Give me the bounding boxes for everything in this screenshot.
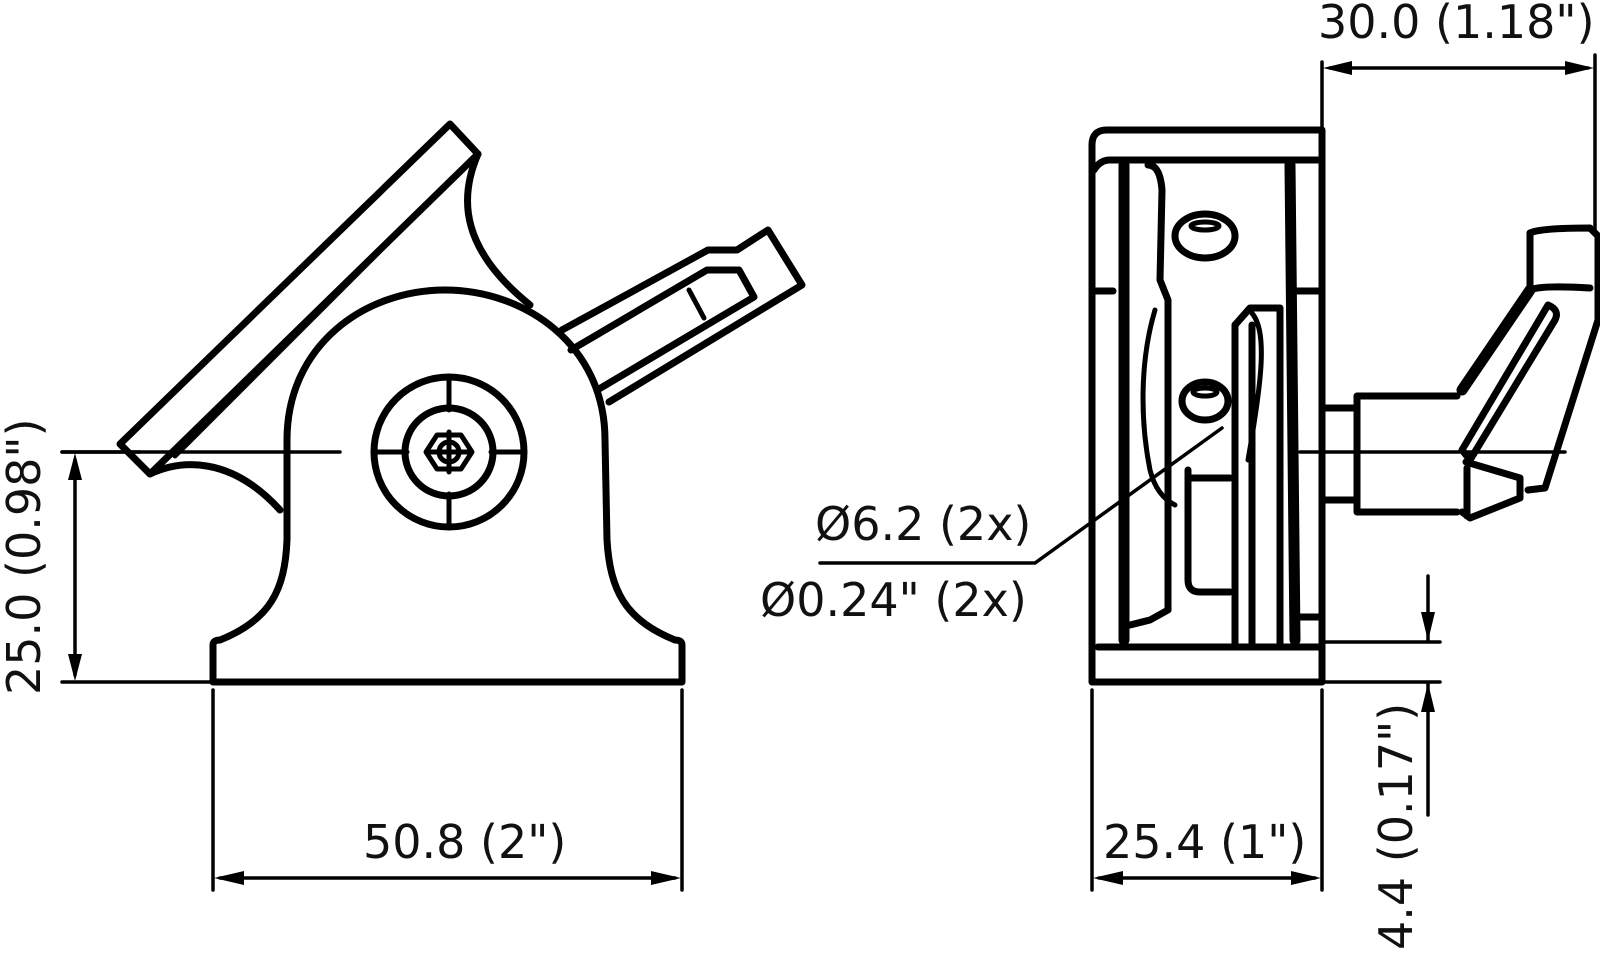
side-outer-frame <box>1088 126 1326 686</box>
lever-outer <box>558 226 806 406</box>
side-lever-grip <box>1458 301 1560 464</box>
hole-upper-icon <box>1171 210 1239 262</box>
pivot-crosshair <box>371 374 527 530</box>
side-plate-left-inner <box>1126 161 1172 629</box>
hole-lower-inner <box>1190 385 1220 399</box>
side-lower-block <box>1184 466 1234 596</box>
arm-upper-fillet <box>464 150 534 309</box>
lever-slot-mark <box>686 287 707 321</box>
side-width-dimension-label: 25.4 (1") <box>1103 815 1306 869</box>
hole-lower-icon <box>1178 378 1232 424</box>
side-lever-tip <box>1458 458 1524 522</box>
front-view <box>60 120 806 686</box>
front-dimensions: 25.0 (0.98") 50.8 (2") <box>0 418 684 892</box>
side-view <box>1088 126 1600 686</box>
side-spring-curve <box>1140 307 1178 508</box>
side-lever-handle <box>1456 284 1536 396</box>
side-plate-mid <box>1231 321 1256 649</box>
tilted-arm-inner-edge <box>172 153 478 459</box>
pedestal-body <box>209 286 686 686</box>
front-width-dimension-label: 50.8 (2") <box>363 815 566 869</box>
side-lever-shaft <box>1321 404 1361 504</box>
side-lever-arm <box>1524 224 1600 494</box>
base-thickness-dimension-label: 4.4 (0.17") <box>1369 703 1423 950</box>
side-lever-hub <box>1353 392 1461 516</box>
height-dimension-label: 25.0 (0.98") <box>0 418 51 695</box>
side-plate-right <box>1284 159 1301 646</box>
lever-inner <box>567 266 758 393</box>
hole-upper-inner <box>1188 219 1222 233</box>
lever-offset-dimension-label: 30.0 (1.18") <box>1318 0 1595 49</box>
side-dimensions: 30.0 (1.18") 25.4 (1") 4.4 (0.17") Ø6.2 … <box>760 0 1597 950</box>
hole-leader-line <box>818 426 1224 565</box>
hole-diameter-mm-label: Ø6.2 (2x) <box>815 497 1031 551</box>
side-spring-wire <box>1245 309 1264 463</box>
tilted-arm <box>116 120 482 478</box>
arm-lower-fillet <box>146 461 284 514</box>
side-lever-arm-top <box>1526 229 1594 294</box>
side-step <box>1231 304 1284 649</box>
hole-diameter-in-label: Ø0.24" (2x) <box>760 573 1027 627</box>
side-top-rail <box>1090 156 1324 174</box>
